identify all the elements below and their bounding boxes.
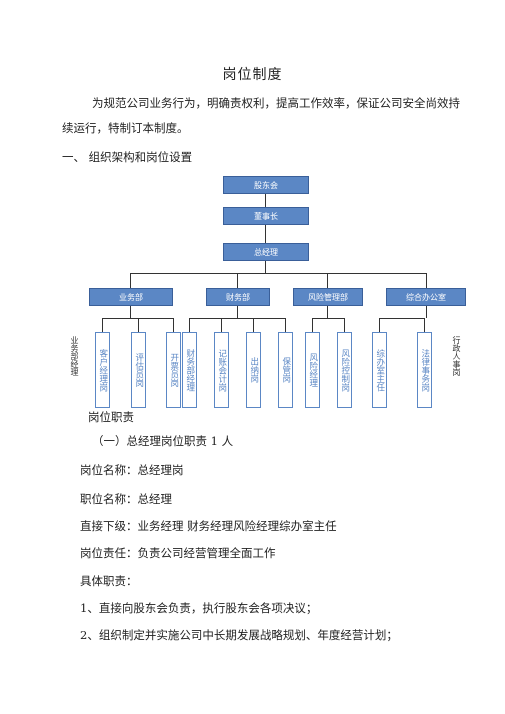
org-position-box: 法律事务岗 xyxy=(417,332,432,408)
org-position-box: 风险经理 xyxy=(305,332,320,408)
org-box-dept-office: 综合办公室 xyxy=(386,288,466,306)
org-box-chairman: 董事长 xyxy=(223,207,309,225)
connector-line xyxy=(102,318,103,332)
org-position-box: 记账会计岗 xyxy=(214,332,229,408)
connector-line xyxy=(189,318,286,319)
org-side-label-left: 业务部经理 xyxy=(70,336,79,376)
org-position-box: 综办室主任 xyxy=(372,332,387,408)
connector-line xyxy=(237,306,238,318)
connector-line xyxy=(130,273,131,288)
org-position-box: 保管岗 xyxy=(278,332,293,408)
title-name: 职位名称：总经理 xyxy=(80,492,172,506)
connector-line xyxy=(265,225,266,243)
duty-item: 1、直接向股东会负责，执行股东会各项决议； xyxy=(80,601,318,615)
connector-line xyxy=(189,318,190,332)
item-title-gm: （一）总经理岗位职责 1 人 xyxy=(92,434,234,448)
connector-line xyxy=(237,273,238,288)
intro-line-1: 为规范公司业务行为，明确责权利，提高工作效率，保证公司安全尚效持 xyxy=(92,96,460,110)
subordinates: 直接下级：业务经理 财务经理风险经理综办室主任 xyxy=(80,519,337,533)
connector-line xyxy=(285,318,286,332)
org-position-box: 客户经理岗 xyxy=(95,332,110,408)
connector-line xyxy=(424,318,425,332)
connector-line xyxy=(312,318,345,319)
page-title: 岗位制度 xyxy=(222,67,283,83)
org-box-dept-risk: 风险管理部 xyxy=(293,288,363,306)
org-box-dept-finance: 财务部 xyxy=(206,288,270,306)
org-position-box: 评估员岗 xyxy=(131,332,146,408)
connector-line xyxy=(173,318,174,332)
connector-line xyxy=(130,306,131,318)
post-name: 岗位名称：总经理岗 xyxy=(80,463,184,477)
connector-line xyxy=(327,273,328,288)
org-box-gm: 总经理 xyxy=(223,243,309,261)
connector-line xyxy=(130,273,426,274)
connector-line xyxy=(426,306,427,318)
section-heading-org: 一、 组织架构和岗位设置 xyxy=(62,150,193,164)
connector-line xyxy=(327,306,328,318)
org-position-box: 财务部经理 xyxy=(182,332,197,408)
connector-line xyxy=(426,273,427,288)
org-box-board: 股东会 xyxy=(223,176,309,194)
connector-line xyxy=(265,194,266,208)
connector-line xyxy=(221,318,222,332)
org-side-label-right: 行政人事岗 xyxy=(452,336,461,376)
duty-item: 2、组织制定并实施公司中长期发展战略规划、年度经营计划； xyxy=(80,628,398,642)
connector-line xyxy=(344,318,345,332)
responsibility: 岗位责任：负责公司经营管理全面工作 xyxy=(80,546,276,560)
org-position-box: 出纳岗 xyxy=(246,332,261,408)
connector-line xyxy=(379,318,424,319)
org-box-dept-business: 业务部 xyxy=(89,288,173,306)
connector-line xyxy=(265,261,266,273)
intro-line-2: 续运行，特制订本制度。 xyxy=(62,121,189,135)
org-position-box: 风险控制岗 xyxy=(337,332,352,408)
org-position-box: 开票员岗 xyxy=(166,332,181,408)
connector-line xyxy=(379,318,380,332)
sub-heading: 岗位职责 xyxy=(88,410,134,424)
connector-line xyxy=(312,318,313,332)
connector-line xyxy=(138,318,139,332)
details-label: 具体职责： xyxy=(80,574,138,588)
connector-line xyxy=(253,318,254,332)
